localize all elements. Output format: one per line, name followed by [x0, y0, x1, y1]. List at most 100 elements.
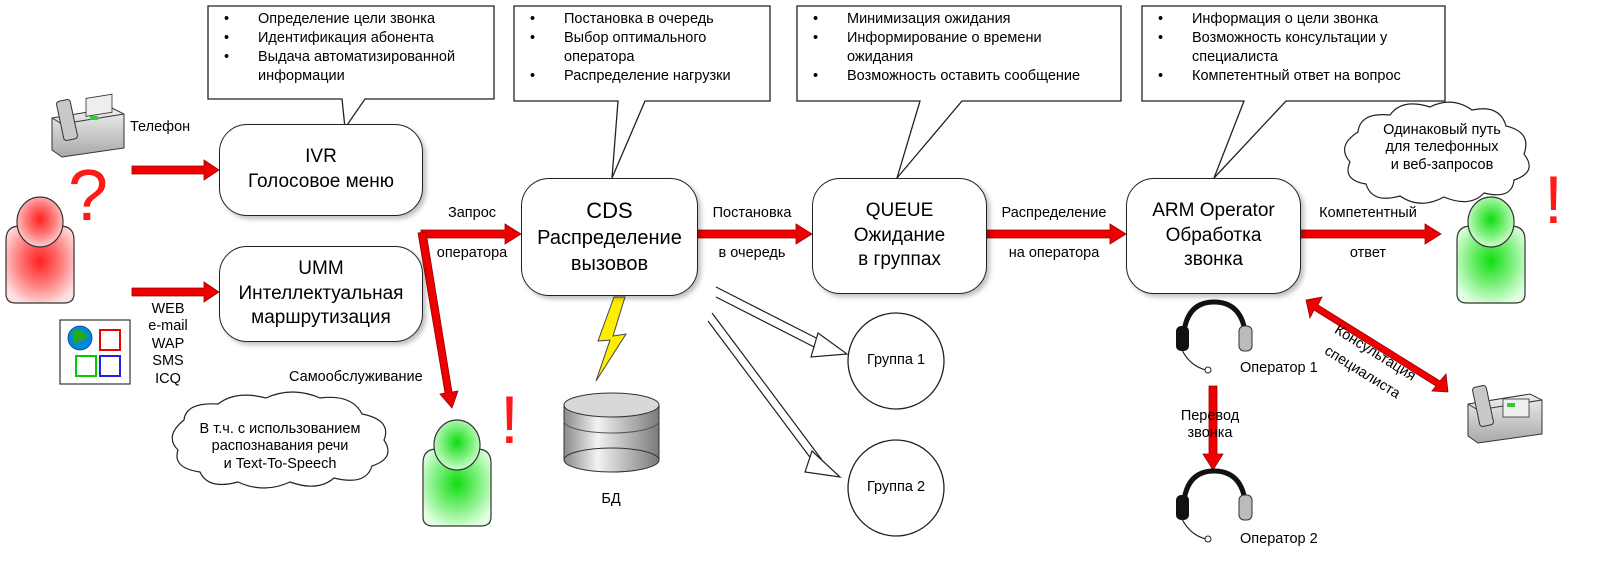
umm-line-3: маршрутизация — [251, 307, 391, 329]
arrow-queue-to-arm — [985, 223, 1127, 245]
ivr-box: IVR Голосовое меню — [219, 124, 423, 216]
question-mark: ? — [68, 156, 109, 236]
group-arrows — [707, 286, 849, 478]
callout-arm — [1141, 5, 1446, 179]
flow-arrows — [131, 159, 1449, 471]
arrow-cds-to-queue — [696, 223, 813, 245]
distribute-label-2: на оператора — [1008, 245, 1100, 261]
queue-line-3: в группах — [858, 249, 941, 271]
queue-title: QUEUE — [865, 199, 934, 221]
answer-label-1: Компетентный — [1319, 205, 1417, 221]
arrow-request-to-cds — [420, 223, 522, 245]
self-service-label: Самообслуживание — [289, 369, 423, 385]
self-service-user-icon — [422, 419, 492, 527]
callout-cds-item-2b: оператора — [564, 48, 635, 65]
callout-queue-item-2: Информирование о времени — [805, 29, 1080, 48]
lightning-icon — [595, 296, 628, 382]
callout-queue — [796, 5, 1122, 179]
channel-wap: WAP — [151, 335, 185, 352]
cloud-same-path-text: Одинаковый путь для телефонных и веб-зап… — [1368, 122, 1516, 174]
arrow-transfer — [1202, 385, 1224, 471]
umm-title: UMM — [298, 257, 344, 279]
db-label: БД — [601, 491, 621, 507]
callout-cds-list: Постановка в очередь Выбор оптимального … — [514, 10, 731, 85]
callout-ivr-item-3b: информации — [258, 67, 345, 84]
distribute-label-1: Распределение — [1001, 205, 1107, 221]
channel-email: e-mail — [148, 318, 188, 335]
callout-cds-item-2: Выбор оптимального — [522, 29, 731, 48]
callout-arm-list: Информация о цели звонка Возможность кон… — [1142, 10, 1401, 85]
arrow-consult — [1305, 296, 1449, 393]
queue-line-2: Ожидание — [853, 224, 946, 246]
callout-cds — [513, 5, 771, 179]
headset-operator-2-icon — [1176, 468, 1253, 543]
group-1-circle — [847, 312, 945, 410]
cds-box: CDS Распределение вызовов — [521, 178, 698, 296]
group-2-label: Группа 2 — [866, 479, 926, 495]
cloud-speech — [171, 391, 389, 489]
phone-icon — [51, 93, 125, 158]
served-user-icon — [1456, 196, 1526, 304]
channel-web: WEB — [151, 301, 185, 317]
operator-2-label: Оператор 2 — [1240, 531, 1318, 547]
transfer-label: Перевод звонка — [1170, 408, 1250, 443]
web-channels-icon — [59, 319, 131, 385]
same-path-line-2: для телефонных — [1385, 139, 1499, 156]
queue-box: QUEUE Ожидание в группах — [812, 178, 987, 294]
ivr-title: IVR — [305, 146, 337, 168]
phone-specialist-icon — [1467, 385, 1543, 444]
arm-box: ARM Operator Обработка звонка — [1126, 178, 1301, 294]
cds-line-3: вызовов — [570, 253, 649, 276]
umm-box: UMM Интеллектуальная маршрутизация — [219, 246, 423, 342]
arrow-self-service — [417, 231, 459, 409]
request-label-2: оператора — [436, 245, 508, 261]
speech-line-1: В т.ч. с использованием — [199, 421, 361, 437]
headset-operator-1-icon — [1176, 299, 1253, 374]
same-path-line-1: Одинаковый путь — [1383, 122, 1501, 138]
request-label-1: Запрос — [447, 205, 497, 221]
operator-1-label: Оператор 1 — [1240, 360, 1318, 376]
callout-ivr-item-1: Определение цели звонка — [216, 10, 455, 29]
database-icon — [563, 392, 660, 473]
enqueue-label-2: в очередь — [718, 245, 786, 261]
group-2-circle — [847, 439, 945, 537]
umm-line-2: Интеллектуальная — [238, 282, 404, 304]
callout-ivr-list: Определение цели звонка Идентификация аб… — [208, 10, 455, 85]
exclamation-self-service: ! — [500, 382, 519, 458]
callout-cds-item-3: Распределение нагрузки — [522, 67, 731, 86]
arrow-phone-to-ivr — [131, 159, 220, 181]
arrow-web-to-umm — [131, 281, 220, 303]
callout-arm-item-3: Компетентный ответ на вопрос — [1150, 67, 1401, 86]
callout-queue-item-1: Минимизация ожидания — [805, 10, 1080, 29]
callout-ivr-item-2: Идентификация абонента — [216, 29, 455, 48]
arm-title: ARM Operator — [1152, 199, 1275, 221]
channel-icq: ICQ — [155, 370, 181, 387]
callout-queue-item-3: Возможность оставить сообщение — [805, 67, 1080, 86]
transfer-label-2: звонка — [1187, 425, 1233, 442]
cds-title: CDS — [586, 197, 633, 223]
transfer-label-1: Перевод — [1180, 408, 1240, 424]
cloud-same-path — [1343, 101, 1530, 204]
same-path-line-3: и веб-запросов — [1390, 156, 1494, 173]
answer-label-2: ответ — [1349, 245, 1387, 261]
callout-queue-item-2b: ожидания — [847, 48, 914, 65]
ivr-subtitle: Голосовое меню — [248, 171, 394, 192]
callout-ivr-item-3: Выдача автоматизированной — [216, 48, 455, 67]
cloud-speech-text: В т.ч. с использованием распознавания ре… — [180, 421, 380, 473]
arm-line-3: звонка — [1184, 249, 1243, 271]
phone-label: Телефон — [130, 119, 191, 135]
web-channels-label: WEB e-mail WAP SMS ICQ — [138, 301, 198, 388]
group-1-label: Группа 1 — [866, 352, 926, 368]
callout-arm-item-1: Информация о цели звонка — [1150, 10, 1401, 29]
channel-sms: SMS — [152, 353, 184, 370]
callout-arm-item-2: Возможность консультации у — [1150, 29, 1401, 48]
callout-arm-item-2b: специалиста — [1192, 48, 1278, 65]
callout-queue-list: Минимизация ожидания Информирование о вр… — [797, 10, 1080, 85]
enqueue-label-1: Постановка — [712, 205, 792, 221]
arrow-arm-to-user — [1299, 223, 1442, 245]
callout-cds-item-1: Постановка в очередь — [522, 10, 731, 29]
cds-line-2: Распределение — [537, 227, 682, 250]
speech-line-2: распознавания речи — [211, 438, 349, 455]
arm-line-2: Обработка — [1165, 224, 1262, 246]
